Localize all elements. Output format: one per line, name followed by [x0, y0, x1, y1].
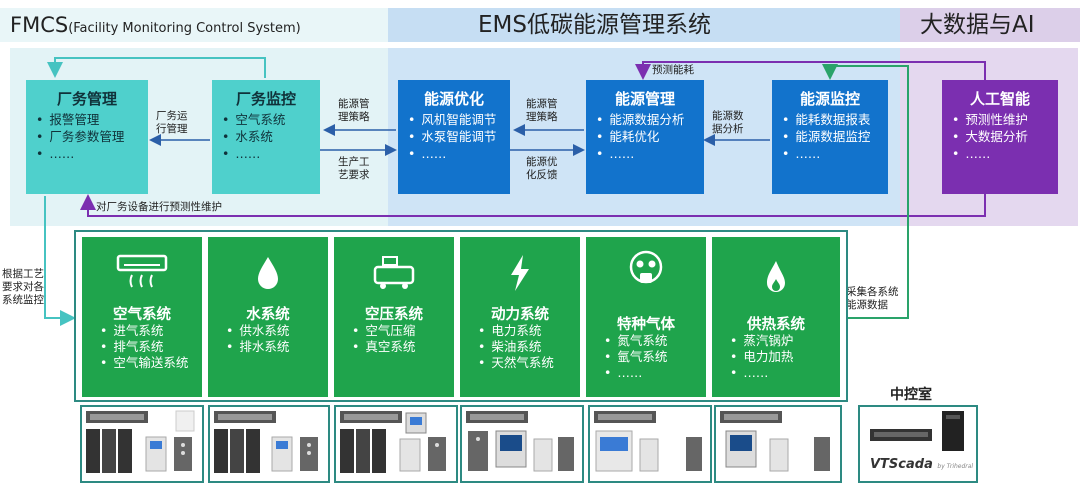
- energy-opt-item: 风机智能调节: [408, 111, 500, 128]
- ems-title: EMS低碳能源管理系统: [478, 12, 711, 38]
- energy-mgmt-item: 能耗优化: [596, 128, 694, 145]
- energy-mgmt-title: 能源管理: [614, 90, 675, 108]
- device-panel-power: [460, 405, 584, 483]
- hardware-devices-image: [214, 411, 318, 473]
- ai-header-band: [900, 8, 1080, 42]
- device-panel-air: [80, 405, 204, 483]
- energy-monitor-box: 能源监控 能耗数据报表 能源数据监控 ……: [772, 80, 888, 194]
- energy-opt-item: 水泵智能调节: [408, 128, 500, 145]
- device-panel-heating: [714, 405, 842, 483]
- factory-monitor-item: 空气系统: [222, 111, 310, 128]
- hardware-devices-image: [720, 411, 830, 472]
- system-title: 水系统: [246, 307, 290, 323]
- systems-frame: [74, 230, 848, 402]
- predictive-maintenance-label: 对厂务设备进行预测性维护: [96, 201, 222, 213]
- hardware-devices-image: [86, 410, 195, 473]
- production-req-label: 生产工艺要求: [338, 156, 370, 181]
- server-devices-image: [870, 411, 964, 451]
- energy-monitor-item: 能源数据监控: [782, 128, 878, 145]
- system-item: ……: [730, 365, 793, 381]
- fmcs-subtitle: (Facility Monitoring Control System): [68, 21, 301, 36]
- ai-item: ……: [952, 145, 1048, 162]
- control-room-panel: VTScada by Trihedral: [858, 405, 978, 483]
- hardware-devices-image: [466, 411, 574, 472]
- system-item: 天然气系统: [478, 355, 554, 371]
- flame-icon: [712, 257, 840, 297]
- energy-monitor-item: 能耗数据报表: [782, 111, 878, 128]
- energy-strategy-label-a: 能源管理策略: [338, 98, 370, 123]
- factory-monitor-box: 厂务监控 空气系统 水系统 ……: [212, 80, 320, 194]
- system-item: 进气系统: [100, 323, 188, 339]
- left-monitor-label: 根据工艺要求对各系统监控: [2, 268, 44, 306]
- system-title: 特种气体: [617, 317, 675, 333]
- system-item: 柴油系统: [478, 339, 554, 355]
- hardware-devices-image: [594, 411, 702, 472]
- system-item: 空气输送系统: [100, 355, 188, 371]
- fmcs-header-band: [0, 8, 388, 42]
- fmcs-title: FMCS(Facility Monitoring Control System): [10, 13, 301, 37]
- energy-opt-item: ……: [408, 145, 500, 162]
- lightning-icon: [460, 253, 580, 293]
- system-item: ……: [604, 365, 667, 381]
- system-item: 氩气系统: [604, 349, 667, 365]
- air-conditioner-icon: [82, 253, 202, 293]
- system-title: 动力系统: [491, 307, 549, 323]
- factory-run-label: 厂务运行管理: [156, 110, 188, 135]
- system-item: 空气压缩: [352, 323, 415, 339]
- device-panel-compressor: [334, 405, 458, 483]
- factory-monitor-item: 水系统: [222, 128, 310, 145]
- system-item: 供水系统: [226, 323, 289, 339]
- system-title: 空气系统: [113, 307, 171, 323]
- data-analysis-label: 能源数据分析: [712, 110, 744, 135]
- ems-header-band: [388, 8, 900, 42]
- factory-mgmt-title: 厂务管理: [56, 90, 117, 108]
- ai-title: 大数据与AI: [920, 12, 1035, 38]
- right-collect-label: 采集各系统能源数据: [846, 286, 899, 311]
- forecast-label: 预测能耗: [652, 64, 694, 76]
- factory-mgmt-item: ……: [36, 145, 138, 162]
- system-title: 空压系统: [365, 307, 423, 323]
- system-card-special-gas: 特种气体 氮气系统 氩气系统 ……: [586, 237, 706, 397]
- factory-monitor-title: 厂务监控: [235, 90, 296, 108]
- control-room-title: 中控室: [890, 387, 932, 403]
- system-title: 供热系统: [747, 317, 805, 333]
- ai-item: 预测性维护: [952, 111, 1048, 128]
- device-panel-special-gas: [588, 405, 712, 483]
- system-item: 蒸汽锅炉: [730, 333, 793, 349]
- energy-strategy-label-b: 能源管理策略: [526, 98, 558, 123]
- system-card-power: 动力系统 电力系统 柴油系统 天然气系统: [460, 237, 580, 397]
- system-card-air: 空气系统 进气系统 排气系统 空气输送系统: [82, 237, 202, 397]
- energy-opt-box: 能源优化 风机智能调节 水泵智能调节 ……: [398, 80, 510, 194]
- system-item: 排水系统: [226, 339, 289, 355]
- energy-opt-title: 能源优化: [423, 90, 484, 108]
- system-card-water: 水系统 供水系统 排水系统: [208, 237, 328, 397]
- system-item: 电力系统: [478, 323, 554, 339]
- system-item: 排气系统: [100, 339, 188, 355]
- energy-mgmt-box: 能源管理 能源数据分析 能耗优化 ……: [586, 80, 704, 194]
- ai-box: 人工智能 预测性维护 大数据分析 ……: [942, 80, 1058, 194]
- energy-mgmt-item: ……: [596, 145, 694, 162]
- energy-monitor-title: 能源监控: [799, 90, 860, 108]
- air-compressor-icon: [334, 253, 454, 293]
- factory-mgmt-item: 报警管理: [36, 111, 138, 128]
- optimization-feedback-label: 能源优化反馈: [526, 156, 558, 181]
- factory-mgmt-box: 厂务管理 报警管理 厂务参数管理 ……: [26, 80, 148, 194]
- system-item: 真空系统: [352, 339, 415, 355]
- water-drop-icon: [208, 253, 328, 293]
- energy-mgmt-item: 能源数据分析: [596, 111, 694, 128]
- factory-monitor-item: ……: [222, 145, 310, 162]
- system-card-compressor: 空压系统 空气压缩 真空系统: [334, 237, 454, 397]
- hardware-devices-image: [340, 411, 446, 473]
- system-card-heating: 供热系统 蒸汽锅炉 电力加热 ……: [712, 237, 840, 397]
- vtscada-logo: VTScada by Trihedral: [870, 457, 974, 472]
- system-item: 氮气系统: [604, 333, 667, 349]
- system-item: 电力加热: [730, 349, 793, 365]
- gas-mask-icon: [586, 247, 706, 287]
- ai-item: 大数据分析: [952, 128, 1048, 145]
- factory-mgmt-item: 厂务参数管理: [36, 128, 138, 145]
- device-panel-water: [208, 405, 330, 483]
- ai-box-title: 人工智能: [969, 90, 1030, 108]
- energy-monitor-item: ……: [782, 145, 878, 162]
